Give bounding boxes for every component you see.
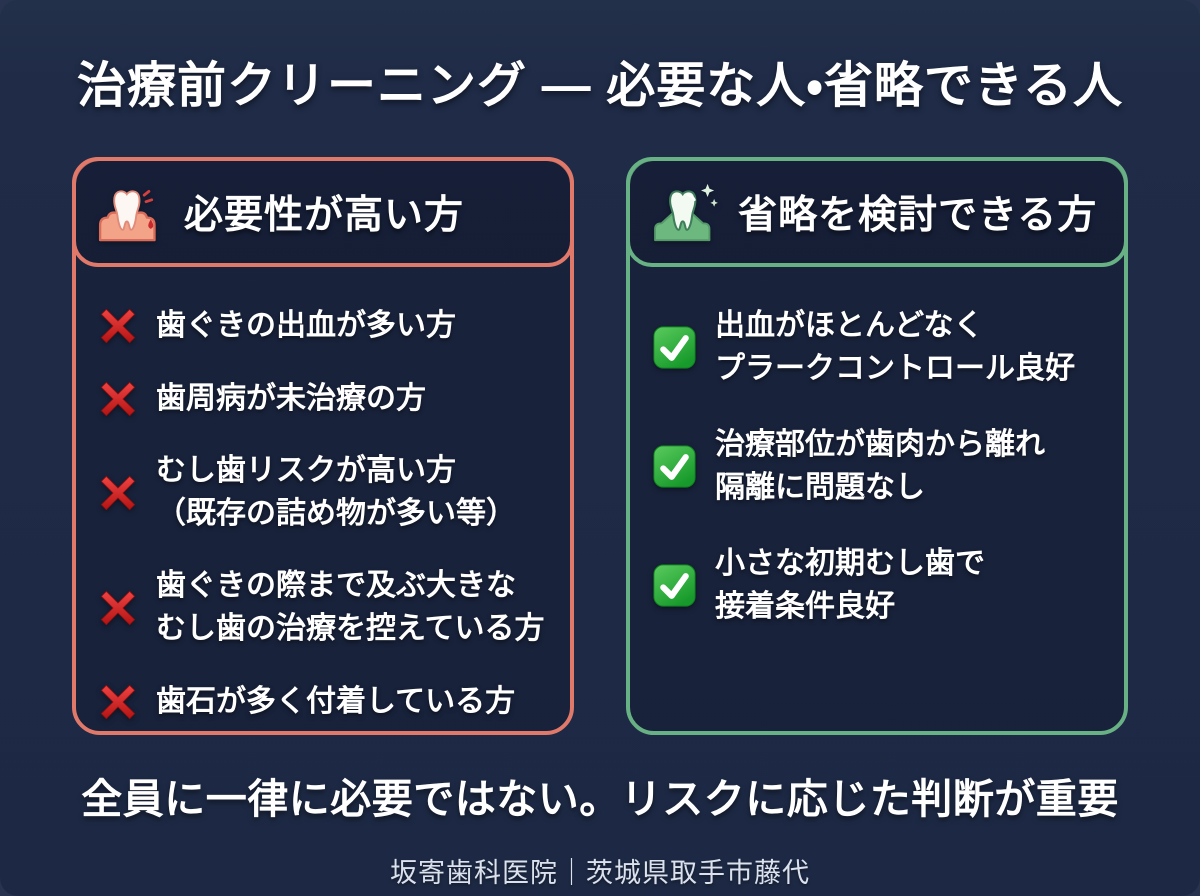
- cross-icon: [98, 588, 138, 628]
- list-item: 治療部位が歯肉から離れ 隔離に問題なし: [652, 424, 1108, 509]
- item-text: 歯ぐきの出血が多い方: [156, 309, 456, 342]
- list-item: 歯石が多く付着している方: [98, 681, 554, 724]
- list-item: 出血がほとんどなく プラークコントロール良好: [652, 305, 1108, 390]
- card-title: 省略を検討できる方: [738, 194, 1098, 237]
- skip-consideration-card: 省略を検討できる方 出血がほとんどなく プラークコントロール良好 治療部位が歯肉…: [626, 157, 1128, 735]
- cross-icon: [98, 306, 138, 346]
- high-necessity-list: 歯ぐきの出血が多い方 歯周病が未治療の方 むし歯リスクが高い方 （既存の詰め物が…: [76, 267, 570, 723]
- sparkling-tooth-icon: [652, 182, 720, 242]
- item-text: むし歯リスクが高い方: [156, 454, 456, 488]
- check-icon: [652, 563, 697, 608]
- check-icon: [652, 325, 697, 370]
- item-text: 歯石が多く付着している方: [156, 684, 516, 718]
- comparison-columns: 必要性が高い方 歯ぐきの出血が多い方 歯周病が未治療の方 むし歯リスクが高い方 …: [72, 157, 1128, 735]
- cross-icon: [98, 473, 138, 513]
- card-title: 必要性が高い方: [184, 194, 465, 237]
- summary-text: 全員に一律に必要ではない。リスクに応じた判断が重要: [81, 776, 1119, 822]
- item-text: 治療部位が歯肉から離れ: [715, 428, 1045, 462]
- cross-icon: [98, 379, 138, 419]
- list-item: 歯ぐきの際まで及ぶ大きな むし歯の治療を控えている方: [98, 565, 554, 650]
- item-text: 歯ぐきの際まで及ぶ大きな: [156, 569, 516, 603]
- list-item: 歯ぐきの出血が多い方: [98, 305, 554, 348]
- list-item: 小さな初期むし歯で 接着条件良好: [652, 543, 1108, 628]
- item-text: 隔離に問題なし: [715, 470, 925, 504]
- skip-consideration-header: 省略を検討できる方: [626, 157, 1128, 267]
- list-item: 歯周病が未治療の方: [98, 378, 554, 421]
- high-necessity-card: 必要性が高い方 歯ぐきの出血が多い方 歯周病が未治療の方 むし歯リスクが高い方 …: [72, 157, 574, 735]
- clinic-footer: 坂寄歯科医院｜茨城県取手市藤代: [390, 858, 810, 888]
- item-text: プラークコントロール良好: [715, 351, 1075, 385]
- skip-consideration-list: 出血がほとんどなく プラークコントロール良好 治療部位が歯肉から離れ 隔離に問題…: [630, 267, 1124, 629]
- item-text: 出血がほとんどなく: [715, 309, 984, 342]
- high-necessity-header: 必要性が高い方: [72, 157, 574, 267]
- check-icon: [652, 444, 697, 489]
- item-text: 歯周病が未治療の方: [156, 381, 426, 415]
- list-item: むし歯リスクが高い方 （既存の詰め物が多い等）: [98, 450, 554, 535]
- item-text: （既存の詰め物が多い等）: [156, 496, 516, 530]
- page-title: 治療前クリーニング — 必要な人・省略できる人: [77, 59, 1123, 113]
- item-text: 接着条件良好: [715, 589, 895, 623]
- item-text: むし歯の治療を控えている方: [156, 611, 545, 645]
- cross-icon: [98, 682, 138, 722]
- item-text: 小さな初期むし歯で: [715, 547, 985, 581]
- bleeding-tooth-icon: [98, 182, 166, 242]
